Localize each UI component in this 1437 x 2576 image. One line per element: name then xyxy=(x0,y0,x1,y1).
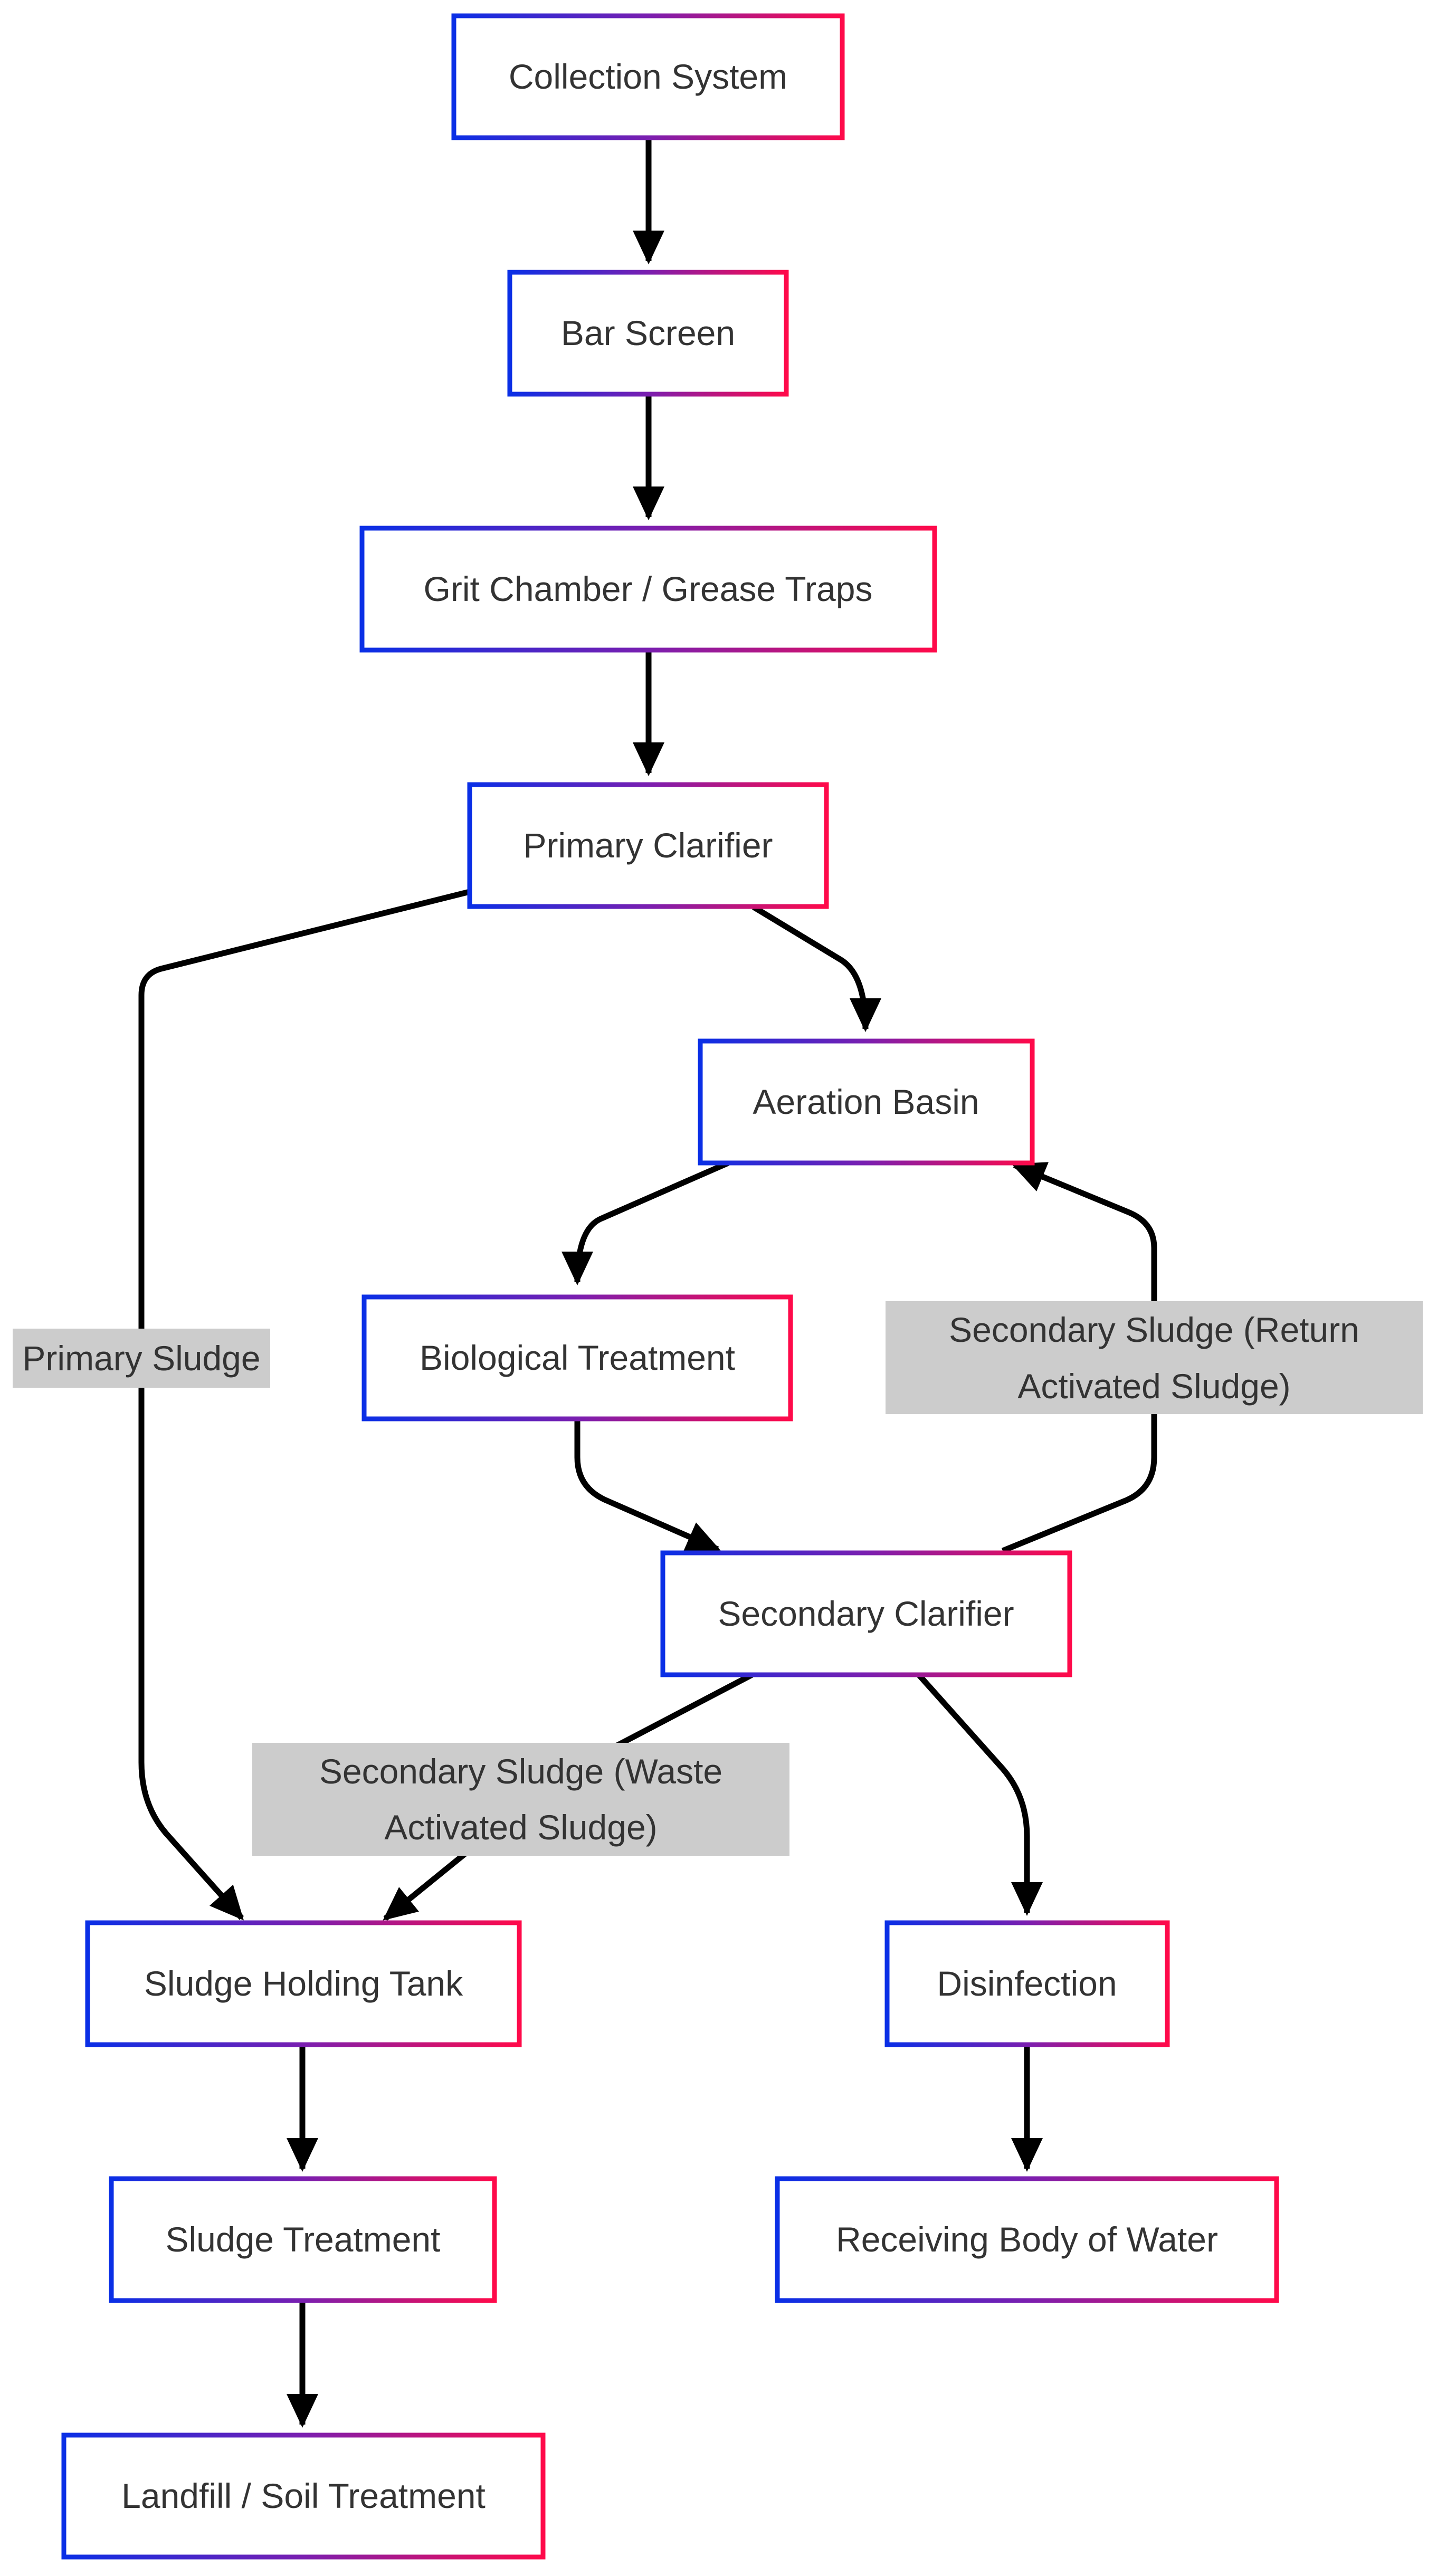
edge-label-return-activated-sludge: Secondary Sludge (Return Activated Sludg… xyxy=(886,1301,1423,1414)
edge-secondary-clarifier-to-aeration-basin xyxy=(1001,1162,1157,1554)
node-receiving-water-label: Receiving Body of Water xyxy=(836,2220,1218,2259)
node-bar-screen-label: Bar Screen xyxy=(561,313,735,352)
node-bar-screen: Bar Screen xyxy=(507,270,789,397)
node-disinfection: Disinfection xyxy=(884,1920,1170,2047)
edge-primary-clarifier-to-sludge-holding-tank xyxy=(138,889,471,1921)
edge-secondary-clarifier-to-disinfection xyxy=(916,1672,1043,1916)
node-sludge-treatment-label: Sludge Treatment xyxy=(166,2220,441,2259)
node-landfill: Landfill / Soil Treatment xyxy=(61,2432,546,2560)
edge-label-return-line-1: Secondary Sludge (Return xyxy=(949,1310,1359,1349)
node-receiving-water: Receiving Body of Water xyxy=(775,2176,1279,2303)
edge-label-primary-sludge-line-1: Primary Sludge xyxy=(22,1339,260,1378)
edge-label-waste-activated-sludge: Secondary Sludge (Waste Activated Sludge… xyxy=(252,1743,789,1856)
edge-label-waste-line-1: Secondary Sludge (Waste xyxy=(319,1752,722,1791)
edge-primary-clarifier-to-aeration-basin xyxy=(752,904,881,1032)
node-grit-chamber-label: Grit Chamber / Grease Traps xyxy=(424,569,873,608)
node-grit-chamber: Grit Chamber / Grease Traps xyxy=(359,526,937,653)
node-sludge-holding-tank-label: Sludge Holding Tank xyxy=(144,1964,463,2003)
edge-label-return-line-2: Activated Sludge) xyxy=(1017,1367,1290,1406)
node-biological-treatment: Biological Treatment xyxy=(361,1294,793,1421)
edge-biological-treatment-to-secondary-clarifier xyxy=(574,1418,721,1552)
edge-label-waste-line-2: Activated Sludge) xyxy=(384,1808,657,1847)
node-primary-clarifier-label: Primary Clarifier xyxy=(523,826,773,865)
node-aeration-basin: Aeration Basin xyxy=(698,1038,1035,1166)
node-sludge-holding-tank: Sludge Holding Tank xyxy=(85,1920,522,2047)
node-disinfection-label: Disinfection xyxy=(937,1964,1117,2003)
node-aeration-basin-label: Aeration Basin xyxy=(753,1082,979,1121)
node-sludge-treatment: Sludge Treatment xyxy=(109,2176,497,2303)
node-secondary-clarifier: Secondary Clarifier xyxy=(660,1550,1072,1677)
node-collection-system-label: Collection System xyxy=(509,57,787,96)
node-primary-clarifier: Primary Clarifier xyxy=(467,782,829,909)
node-secondary-clarifier-label: Secondary Clarifier xyxy=(718,1594,1014,1633)
node-collection-system: Collection System xyxy=(451,13,845,140)
edge-label-primary-sludge: Primary Sludge xyxy=(13,1329,270,1388)
node-landfill-label: Landfill / Soil Treatment xyxy=(121,2476,486,2515)
edge-aeration-basin-to-biological-treatment xyxy=(562,1160,730,1285)
edges xyxy=(138,138,1157,2428)
node-biological-treatment-label: Biological Treatment xyxy=(420,1338,735,1377)
